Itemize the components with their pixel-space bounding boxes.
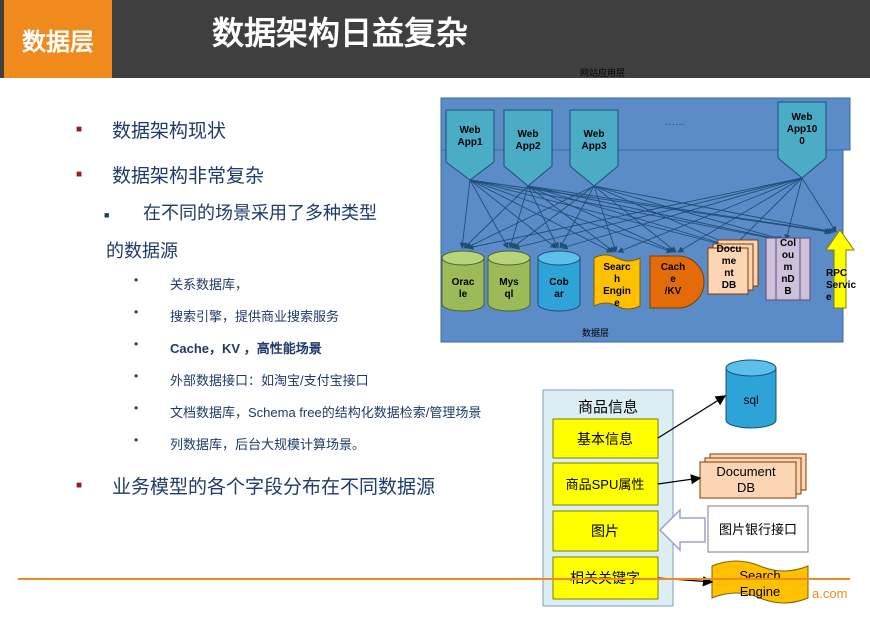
bullet-complex: 数据架构非常复杂 (112, 166, 265, 187)
sql-db: sql (725, 359, 777, 429)
bullet-dot: • (134, 401, 139, 415)
bullet-column: 列数据库，后台大规模计算场景。 (170, 437, 366, 452)
field-basic-label: 基本信息 (577, 431, 633, 447)
header-bar (0, 0, 870, 78)
bullet-dot: • (134, 369, 139, 383)
bullet-dot: • (134, 305, 139, 319)
bullet-dot: • (134, 337, 139, 351)
product-panel-title: 商品信息 (578, 399, 638, 416)
bullet-multi-source-cont: 的数据源 (106, 241, 178, 261)
field-image-label: 图片 (591, 523, 619, 539)
app-layer-label: 网站应用层 (580, 67, 625, 78)
field-basic (552, 418, 659, 459)
bullet-dot: • (134, 273, 139, 287)
bullet-marker: ■ (76, 480, 83, 491)
footer-logo: a.com (812, 586, 848, 601)
field-image (552, 510, 659, 552)
data-layer-label: 数据层 (582, 327, 609, 338)
bullet-document: 文档数据库，Schema free的结构化数据检索/管理场景 (170, 405, 482, 420)
image-api-label: 图片银行接口 (719, 522, 797, 537)
image-api-arrow (658, 508, 706, 552)
bullet-search: 搜索引擎，提供商业搜索服务 (170, 309, 340, 324)
dots-label: …… (665, 117, 685, 128)
bullet-dot: • (134, 433, 139, 447)
bullet-marker: ■ (76, 169, 83, 180)
footer-line (18, 578, 850, 580)
bullet-relational: 关系数据库， (170, 277, 249, 292)
bullet-current-state: 数据架构现状 (112, 121, 227, 142)
bullet-external: 外部数据接口：如淘宝/支付宝接口 (170, 373, 369, 388)
bullet-multi-source: 在不同的场景采用了多种类型 (143, 203, 377, 223)
connector-arrows (459, 177, 837, 254)
sql-label: sql (743, 393, 758, 407)
page-title: 数据架构日益复杂 (212, 15, 469, 51)
image-api-box (707, 505, 809, 553)
bullet-cache: Cache，KV ，高性能场景 (170, 341, 322, 356)
field-spu-label: 商品SPU属性 (566, 477, 645, 492)
bullet-marker: ■ (76, 124, 83, 135)
svg-text:Cache/KV: Cache/KV (661, 262, 685, 297)
section-badge: 数据层 (4, 0, 112, 78)
bullet-business-model: 业务模型的各个字段分布在不同数据源 (112, 477, 436, 498)
bullet-marker: ■ (104, 210, 110, 220)
field-spu (552, 462, 659, 506)
